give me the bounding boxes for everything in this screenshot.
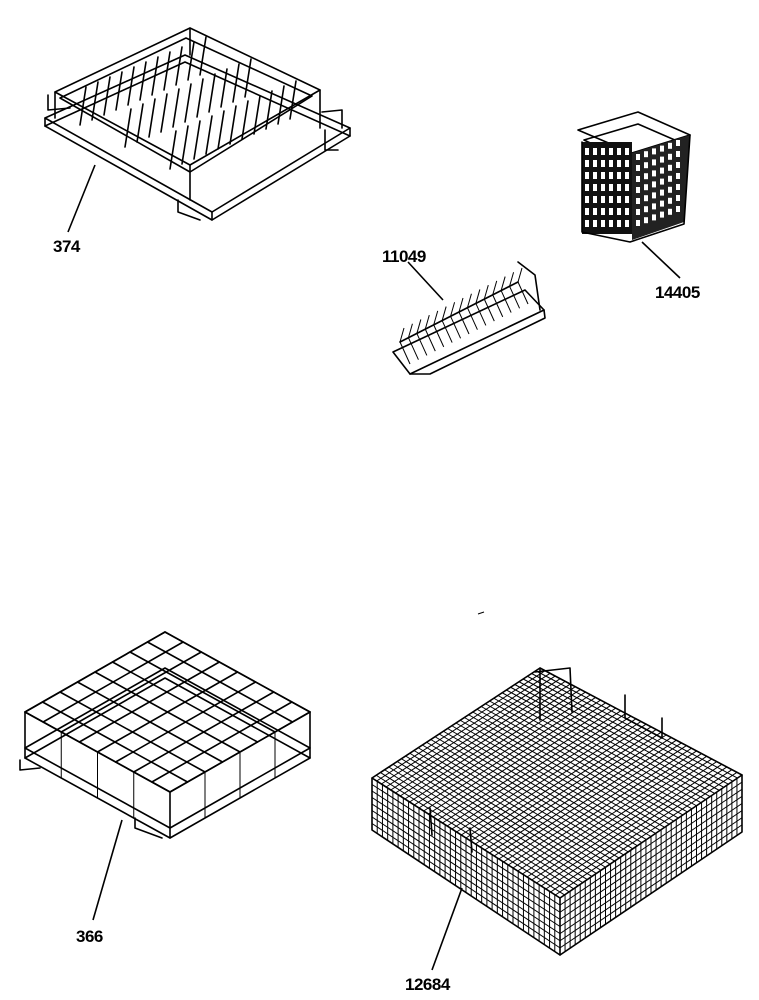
plate-insert-drawing	[392, 261, 546, 375]
mesh-basket-drawing	[371, 667, 743, 956]
cutlery-basket-leader	[641, 241, 681, 279]
glass-rack-drawing	[19, 631, 311, 839]
dish-rack-leader	[67, 164, 96, 233]
glass-rack-part-number: 366	[76, 927, 103, 946]
dish-rack-part-number: 374	[53, 237, 81, 256]
cutlery-basket-part-number: 14405	[655, 283, 700, 302]
dish-rack-drawing	[44, 27, 351, 221]
mesh-basket-part-number: 12684	[405, 975, 451, 994]
mesh-basket-leader	[431, 887, 463, 971]
stray-mark	[477, 611, 485, 615]
cutlery-basket-drawing	[577, 111, 691, 243]
plate-insert-part-number: 11049	[382, 247, 426, 266]
plate-insert-leader	[407, 261, 444, 301]
glass-rack-leader	[92, 819, 123, 921]
